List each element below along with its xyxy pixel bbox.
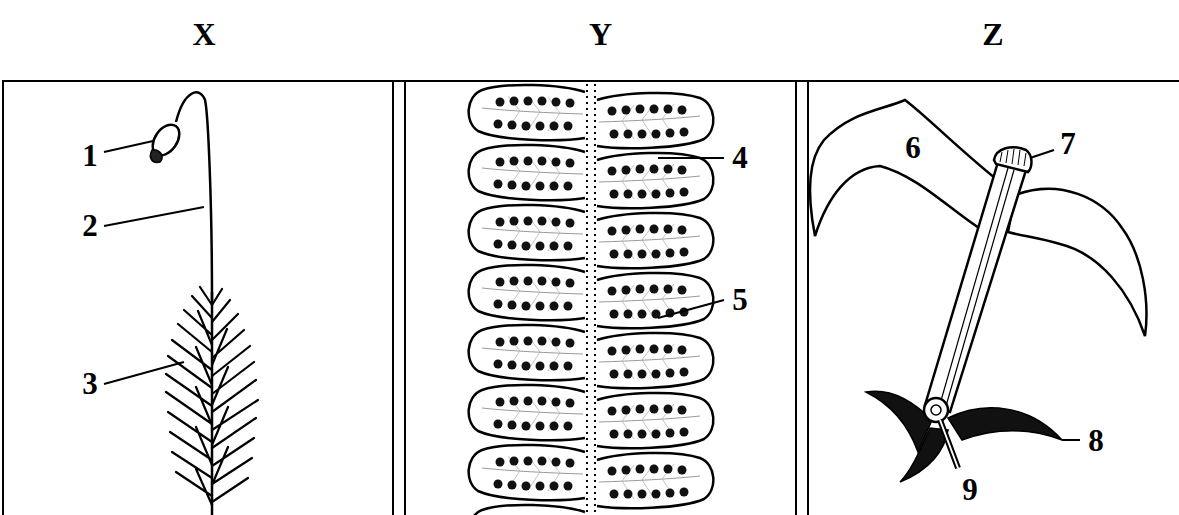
fern-drawing: [469, 84, 724, 515]
stigma-hatching: [1000, 149, 1026, 166]
callout-number: 7: [1060, 127, 1076, 161]
callout-number: 4: [732, 141, 748, 175]
moss-operculum: [150, 150, 162, 162]
leader-line: [658, 158, 724, 318]
leader-line: [1030, 150, 1080, 440]
callout-number: 3: [82, 367, 98, 401]
moss-seta: [176, 92, 212, 300]
flower-style-lines: [940, 168, 1014, 406]
panel-heading: Y: [394, 16, 807, 52]
leader-line: [104, 141, 204, 384]
panel-box: X: [2, 80, 406, 515]
flower-petal: [1008, 189, 1146, 336]
fern-pinnae-right: [597, 93, 713, 508]
panel-heading: X: [4, 16, 404, 52]
callout-number: 6: [905, 131, 921, 165]
callout-number: 1: [82, 139, 98, 173]
fern-pinnae-left: [469, 85, 585, 515]
callout-number: 9: [962, 473, 978, 507]
flower-stigma: [994, 147, 1032, 172]
callout-number: 2: [82, 209, 98, 243]
fern-rachis: [587, 84, 595, 515]
leader-line: [940, 420, 958, 468]
flower-pistil: [925, 162, 1026, 412]
panel-heading: Z: [797, 16, 1179, 52]
ovary-inner: [931, 405, 941, 415]
flower-sepal: [866, 391, 932, 452]
callout-number: 8: [1088, 424, 1104, 458]
panel-box: Z: [795, 80, 1179, 515]
flower-sepal: [900, 428, 948, 482]
flower-petal: [810, 100, 995, 236]
moss-drawing: [104, 92, 258, 515]
flower-drawing: [810, 100, 1147, 482]
flower-sepal: [948, 408, 1062, 440]
callout-number: 5: [732, 283, 748, 317]
moss-leaves: [166, 287, 258, 505]
leader-line: [940, 420, 958, 468]
flower-ovary: [924, 398, 948, 422]
